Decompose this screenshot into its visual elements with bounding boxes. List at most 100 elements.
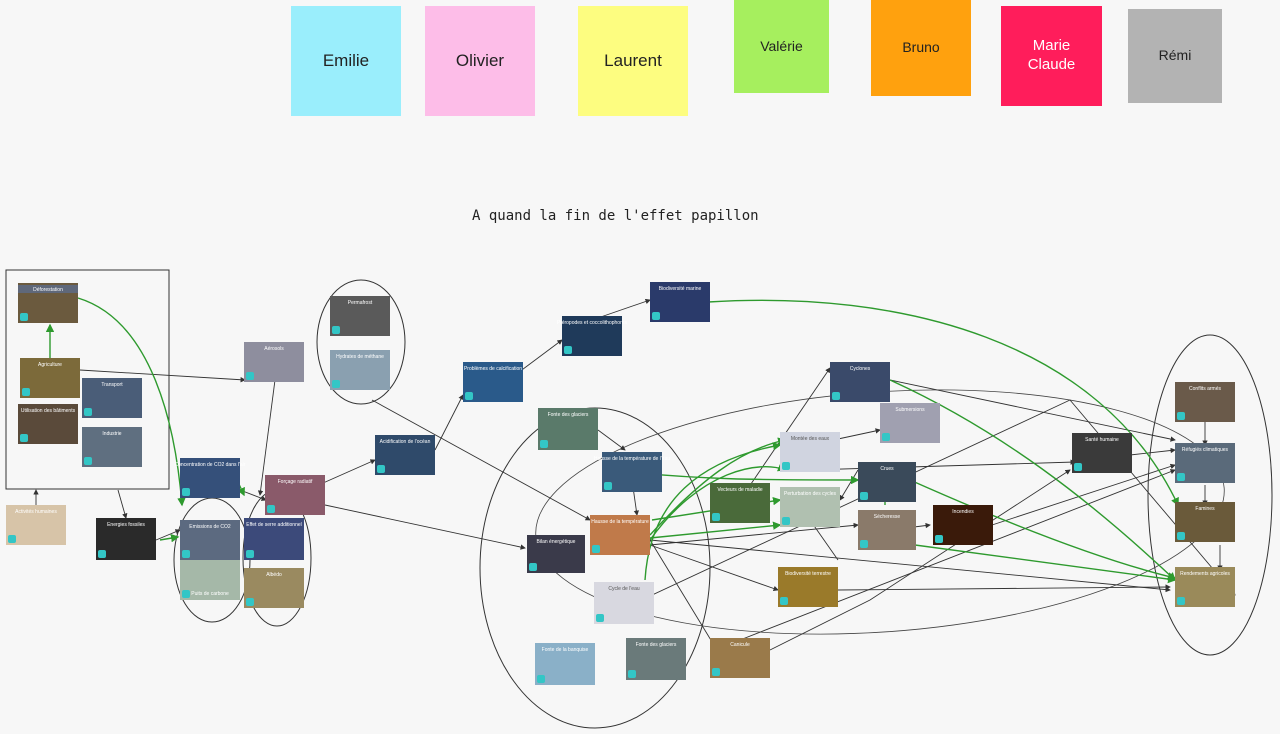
card-water-cycle[interactable]: Cycle de l'eau (594, 582, 654, 624)
card-label: Albédo (266, 572, 282, 578)
group-permafrost (316, 279, 406, 405)
card-glacier-melt-a[interactable]: Fonte des glaciers (538, 408, 598, 450)
card-sea-ice-melt[interactable]: Fonte de la banquise (535, 643, 595, 685)
card-label: Réfugiés climatiques (1182, 447, 1229, 453)
card-label: Aérosols (264, 346, 284, 352)
card-label: Sécheresse (874, 514, 901, 520)
card-label: Fonte de la banquise (542, 647, 589, 653)
card-co2-concentration[interactable]: Concentration de CO2 dans l'air (175, 458, 246, 498)
card-land-biodiversity[interactable]: Biodiversité terrestre (778, 567, 838, 607)
card-label: Fonte des glaciers (636, 642, 677, 648)
card-agriculture[interactable]: Agriculture (20, 358, 80, 398)
group-consequences (1147, 334, 1273, 656)
sticky-label: Emilie (322, 51, 370, 71)
card-label: Famines (1195, 506, 1215, 512)
card-carbon-sinks[interactable]: Puits de carbone (180, 560, 240, 600)
card-label: Industrie (102, 431, 121, 437)
card-label: Problèmes de calcification (464, 366, 522, 372)
card-cyclones[interactable]: Cyclones (830, 362, 890, 402)
card-climate-refugees[interactable]: Réfugiés climatiques (1175, 443, 1235, 483)
card-armed-conflicts[interactable]: Conflits armés (1175, 382, 1235, 422)
card-energy-balance[interactable]: Bilan énergétique (527, 535, 585, 573)
card-label: Conflits armés (1189, 386, 1221, 392)
card-label: Energies fossiles (107, 522, 145, 528)
card-methane-hydrates[interactable]: Hydrates de méthane (330, 350, 390, 390)
card-fires[interactable]: Incendies (933, 505, 993, 545)
card-label: Effet de serre additionnel (246, 522, 302, 528)
card-famines[interactable]: Famines (1175, 502, 1235, 542)
board-title: A quand la fin de l'effet papillon (472, 208, 759, 224)
sticky-marie-claude[interactable]: Marie Claude (1001, 6, 1102, 106)
card-fossil-energy[interactable]: Energies fossiles (96, 518, 156, 560)
card-water-temperature[interactable]: Hausse de la température de l'eau (594, 452, 670, 492)
card-label: Acidification de l'océan (380, 439, 431, 445)
sticky-remi[interactable]: Rémi (1128, 9, 1222, 103)
card-albedo[interactable]: Albédo (244, 568, 304, 608)
card-label: Ptéropodes et coccolithophores (557, 320, 628, 326)
card-marine-biodiversity[interactable]: Biodiversité marine (650, 282, 710, 322)
card-label: Rendements agricoles (1180, 571, 1230, 577)
card-human-activities[interactable]: Activités humaines (6, 505, 66, 545)
sticky-label: Rémi (1158, 47, 1192, 64)
card-label: Cyclones (850, 366, 871, 372)
card-radiative-forcing[interactable]: Forçage radiatif (265, 475, 325, 515)
card-label: Hausse de la température (591, 519, 649, 525)
card-deforestation[interactable]: Déforestation (18, 283, 78, 323)
card-label: Utilisation des bâtiments (21, 408, 76, 414)
sticky-laurent[interactable]: Laurent (578, 6, 688, 116)
card-label: Perturbation des cycles (784, 491, 836, 497)
card-permafrost[interactable]: Permafrost (330, 296, 390, 336)
card-label: Transport (101, 382, 123, 388)
card-label: Puits de carbone (191, 591, 229, 597)
card-label: Emissions de CO2 (189, 524, 231, 530)
card-drought[interactable]: Sécheresse (858, 510, 916, 550)
card-pteropods[interactable]: Ptéropodes et coccolithophores (557, 316, 628, 356)
card-label: Agriculture (38, 362, 62, 368)
card-label: Montée des eaux (791, 436, 830, 442)
card-label: Canicule (730, 642, 750, 648)
card-label: Activités humaines (15, 509, 57, 515)
card-ocean-acidification[interactable]: Acidification de l'océan (375, 435, 435, 475)
card-cycle-disruption[interactable]: Perturbation des cycles (780, 487, 840, 527)
group-human-activities (5, 269, 170, 490)
card-floods[interactable]: Crues (858, 462, 916, 502)
sticky-olivier[interactable]: Olivier (425, 6, 535, 116)
card-label: Vecteurs de maladie (717, 487, 763, 493)
card-label: Hausse de la température de l'eau (594, 456, 670, 462)
card-greenhouse-effect[interactable]: Effet de serre additionnel (244, 518, 304, 560)
card-label: Santé humaine (1085, 437, 1119, 443)
card-label: Permafrost (348, 300, 373, 306)
card-label: Crues (880, 466, 894, 472)
card-heatwave[interactable]: Canicule (710, 638, 770, 678)
card-transport[interactable]: Transport (82, 378, 142, 418)
card-human-health[interactable]: Santé humaine (1072, 433, 1132, 473)
sticky-valerie[interactable]: Valérie (734, 0, 829, 93)
card-co2-emissions[interactable]: Emissions de CO2 (180, 520, 240, 560)
card-crop-yields[interactable]: Rendements agricoles (1175, 567, 1235, 607)
card-label: Biodiversité marine (659, 286, 702, 292)
card-temperature-rise[interactable]: Hausse de la température (590, 515, 650, 555)
card-disease-vectors[interactable]: Vecteurs de maladie (710, 483, 770, 523)
sticky-label: Olivier (455, 51, 505, 71)
card-calcification[interactable]: Problèmes de calcification (463, 362, 523, 402)
card-buildings[interactable]: Utilisation des bâtiments (18, 404, 78, 444)
sticky-emilie[interactable]: Emilie (291, 6, 401, 116)
sticky-label: Marie Claude (1027, 37, 1076, 73)
card-aerosols[interactable]: Aérosols (244, 342, 304, 382)
card-label: Bilan énergétique (537, 539, 576, 545)
sticky-bruno[interactable]: Bruno (871, 0, 971, 96)
card-label: Incendies (952, 509, 974, 515)
card-submersions[interactable]: Submersions (880, 403, 940, 443)
card-sea-level-rise[interactable]: Montée des eaux (780, 432, 840, 472)
card-label: Fonte des glaciers (548, 412, 589, 418)
sticky-label: Bruno (902, 39, 940, 56)
card-label: Biodiversité terrestre (785, 571, 831, 577)
card-label: Submersions (895, 407, 925, 413)
sticky-label: Valérie (760, 37, 803, 54)
card-label: Concentration de CO2 dans l'air (175, 462, 246, 468)
sticky-label: Laurent (604, 51, 662, 71)
card-glacier-melt-b[interactable]: Fonte des glaciers (626, 638, 686, 680)
card-label: Cycle de l'eau (608, 586, 639, 592)
card-industry[interactable]: Industrie (82, 427, 142, 467)
